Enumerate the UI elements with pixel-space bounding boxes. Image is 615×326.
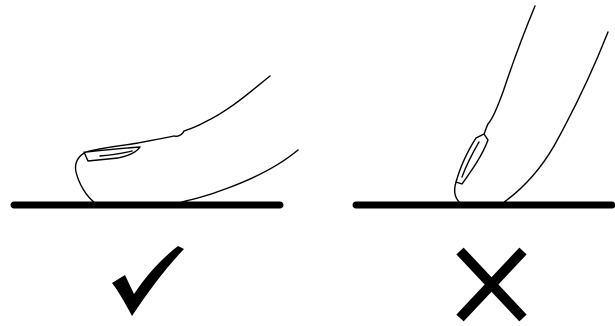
fingertip-nail-touch — [455, 6, 608, 205]
correct-technique-panel — [0, 0, 300, 326]
check-icon — [112, 246, 184, 316]
flat-finger-pad-touch — [75, 76, 298, 205]
fingertip-pad-outline — [75, 152, 95, 203]
finger-front-outline — [500, 32, 608, 205]
fingernail-outline — [84, 147, 140, 161]
finger-top-outline — [86, 76, 270, 152]
incorrect-technique-illustration — [340, 0, 615, 326]
finger-underside-outline — [165, 150, 298, 205]
correct-technique-illustration — [0, 0, 300, 326]
cross-icon — [460, 251, 523, 318]
fingernail-outline — [456, 134, 488, 184]
incorrect-technique-panel — [340, 0, 615, 326]
finger-back-outline — [484, 6, 535, 134]
